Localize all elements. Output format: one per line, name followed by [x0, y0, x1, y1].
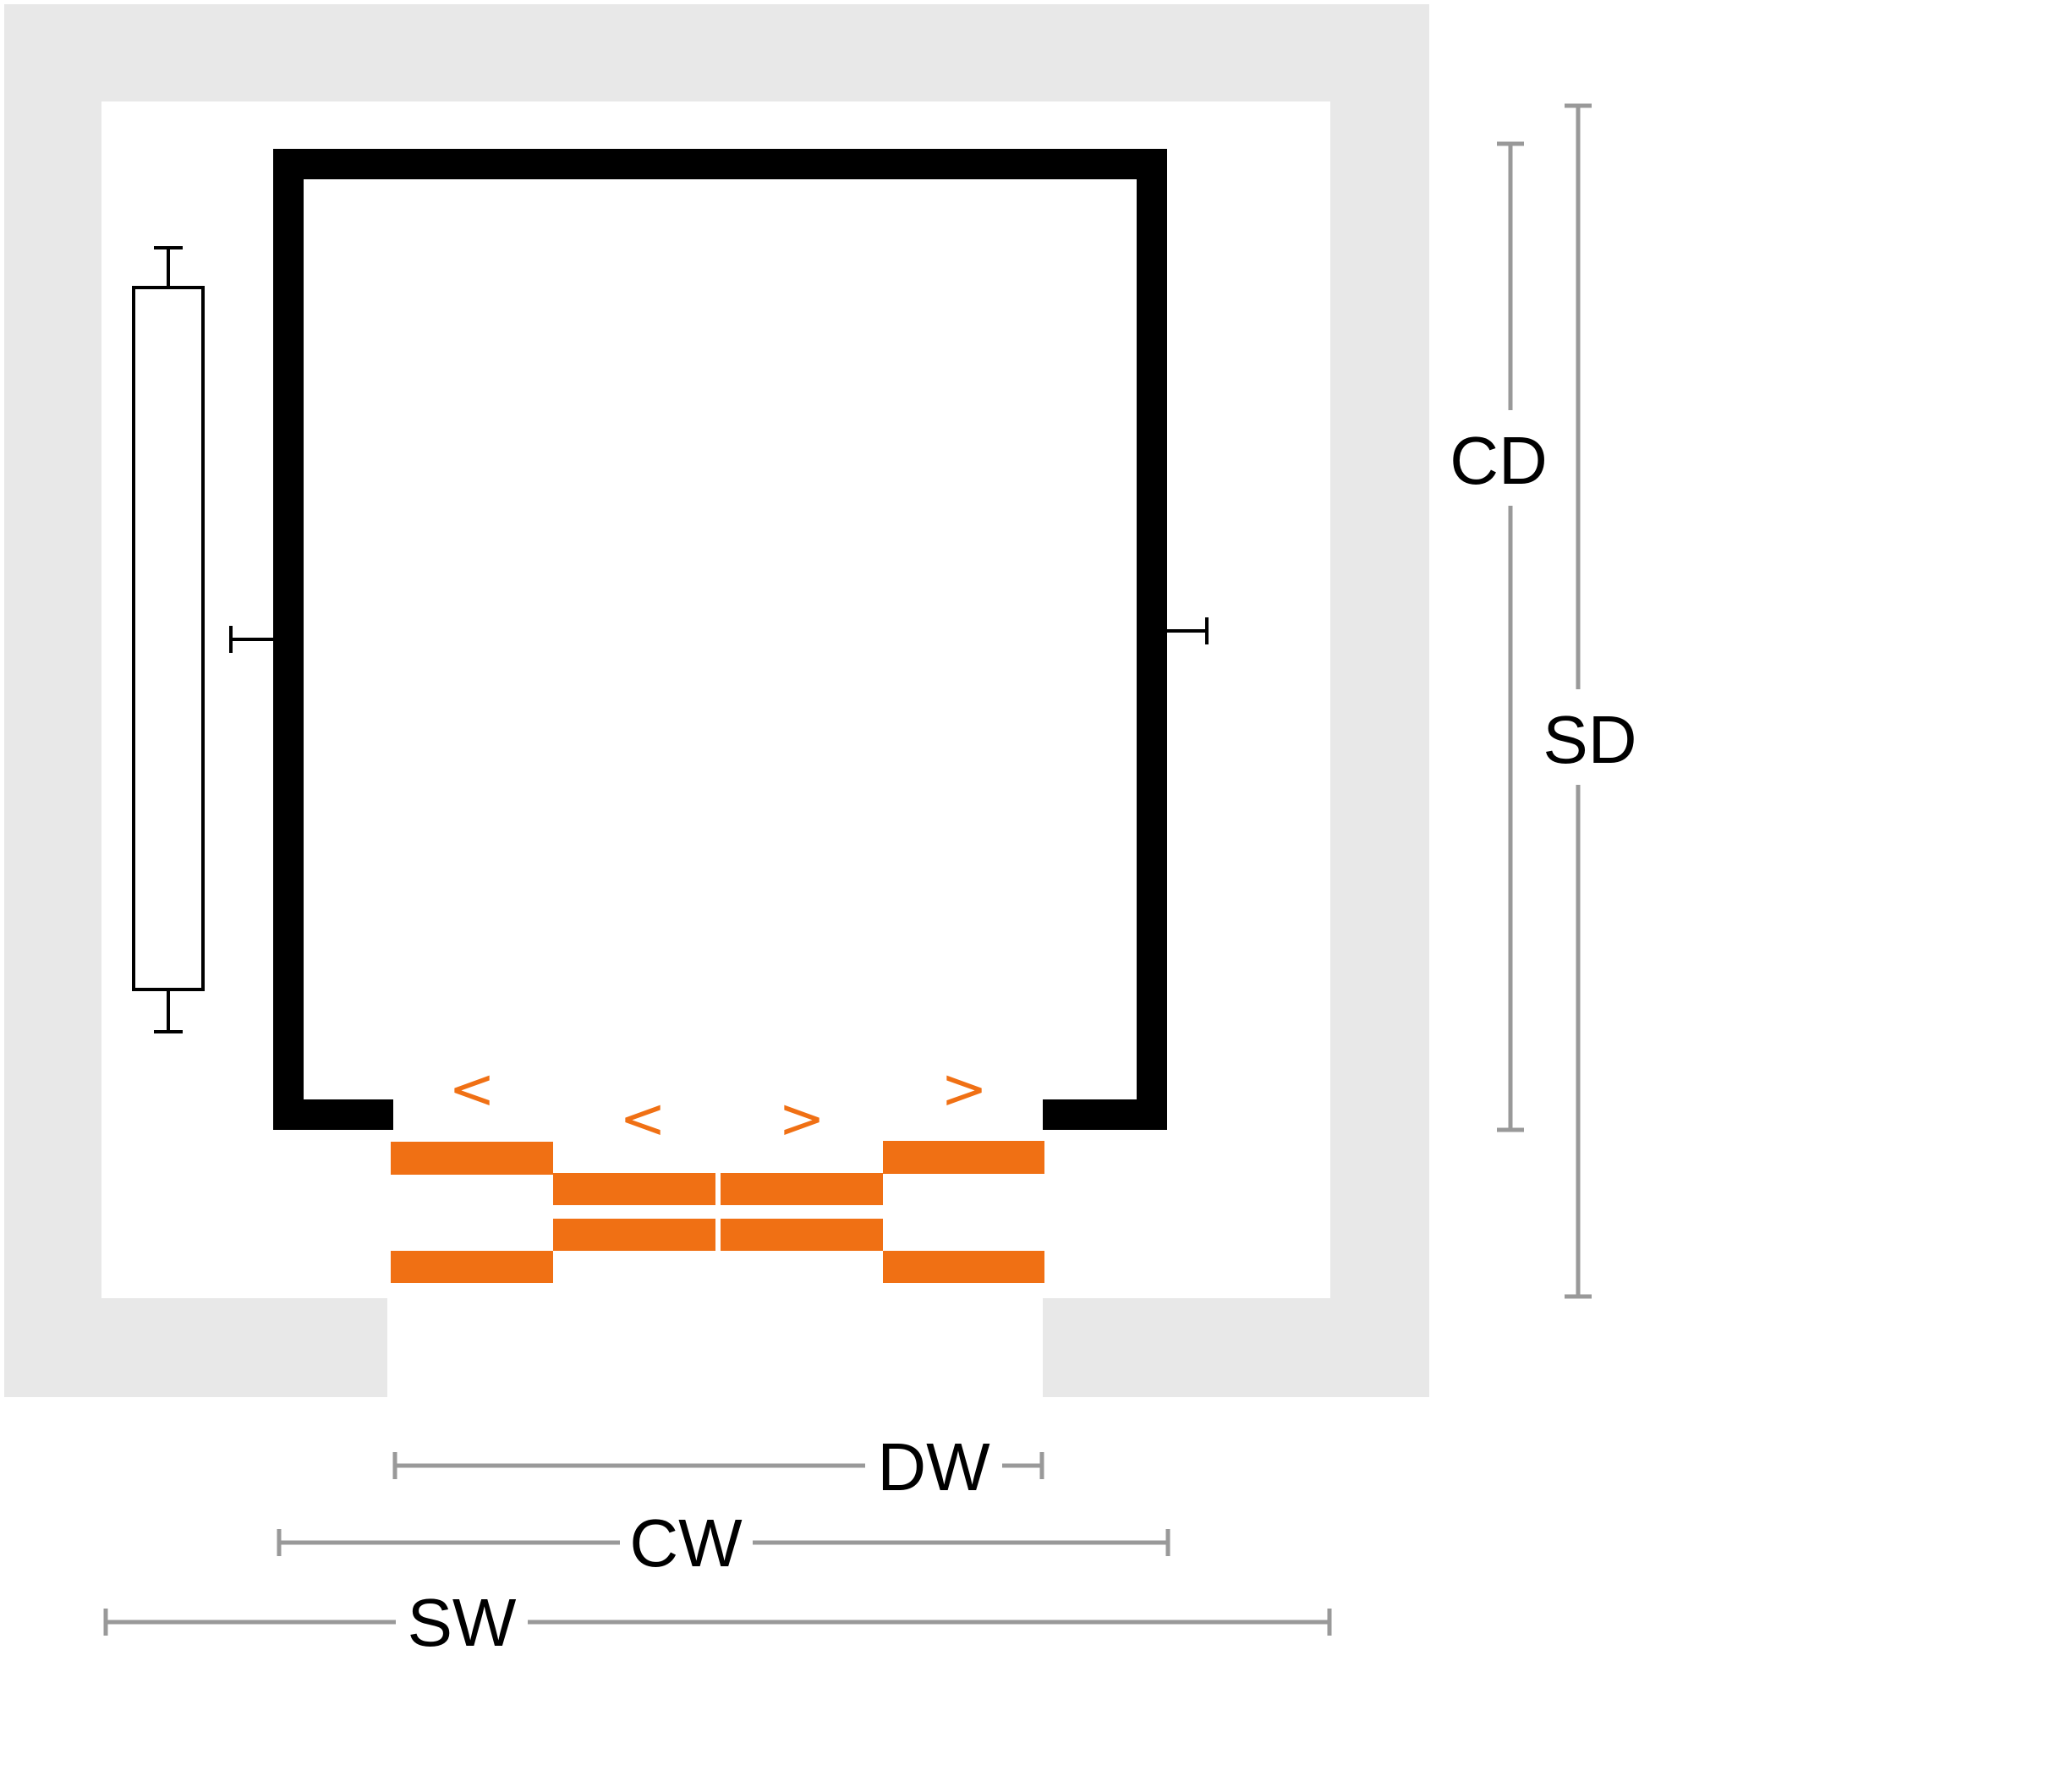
counterweight-icon	[132, 286, 205, 991]
shaft-depth-label: SD	[1543, 702, 1636, 777]
car-width-label: CW	[629, 1505, 743, 1581]
landing-door-left-outer	[391, 1251, 553, 1283]
door-panels	[391, 1141, 1044, 1283]
car-door-right-inner	[721, 1173, 883, 1205]
door-arrow-icon: <	[448, 1056, 495, 1121]
car-depth-label: CD	[1450, 423, 1548, 498]
door-arrow-icon: <	[619, 1086, 666, 1151]
door-width-label: DW	[877, 1429, 990, 1505]
shaft-width-dimension-line	[103, 1609, 1332, 1636]
landing-door-left-inner	[553, 1219, 715, 1251]
landing-door-right-inner	[721, 1219, 883, 1251]
door-arrow-icon: >	[778, 1086, 825, 1151]
car-door-left-outer	[391, 1142, 553, 1175]
shaft-wall	[4, 4, 1429, 1397]
car-wall	[273, 149, 1167, 1130]
guide-rail-icon	[154, 246, 1209, 1033]
car-door-left-inner	[553, 1173, 715, 1205]
car-depth-dimension-line	[1497, 141, 1524, 1132]
shaft-width-label: SW	[408, 1585, 517, 1660]
car-width-dimension-line	[277, 1529, 1170, 1556]
car-door-right-outer	[883, 1141, 1044, 1174]
shaft-depth-dimension-line	[1565, 103, 1592, 1299]
landing-door-right-outer	[883, 1251, 1044, 1283]
door-arrow-icon: >	[940, 1056, 987, 1121]
door-width-dimension-line	[392, 1452, 1044, 1479]
